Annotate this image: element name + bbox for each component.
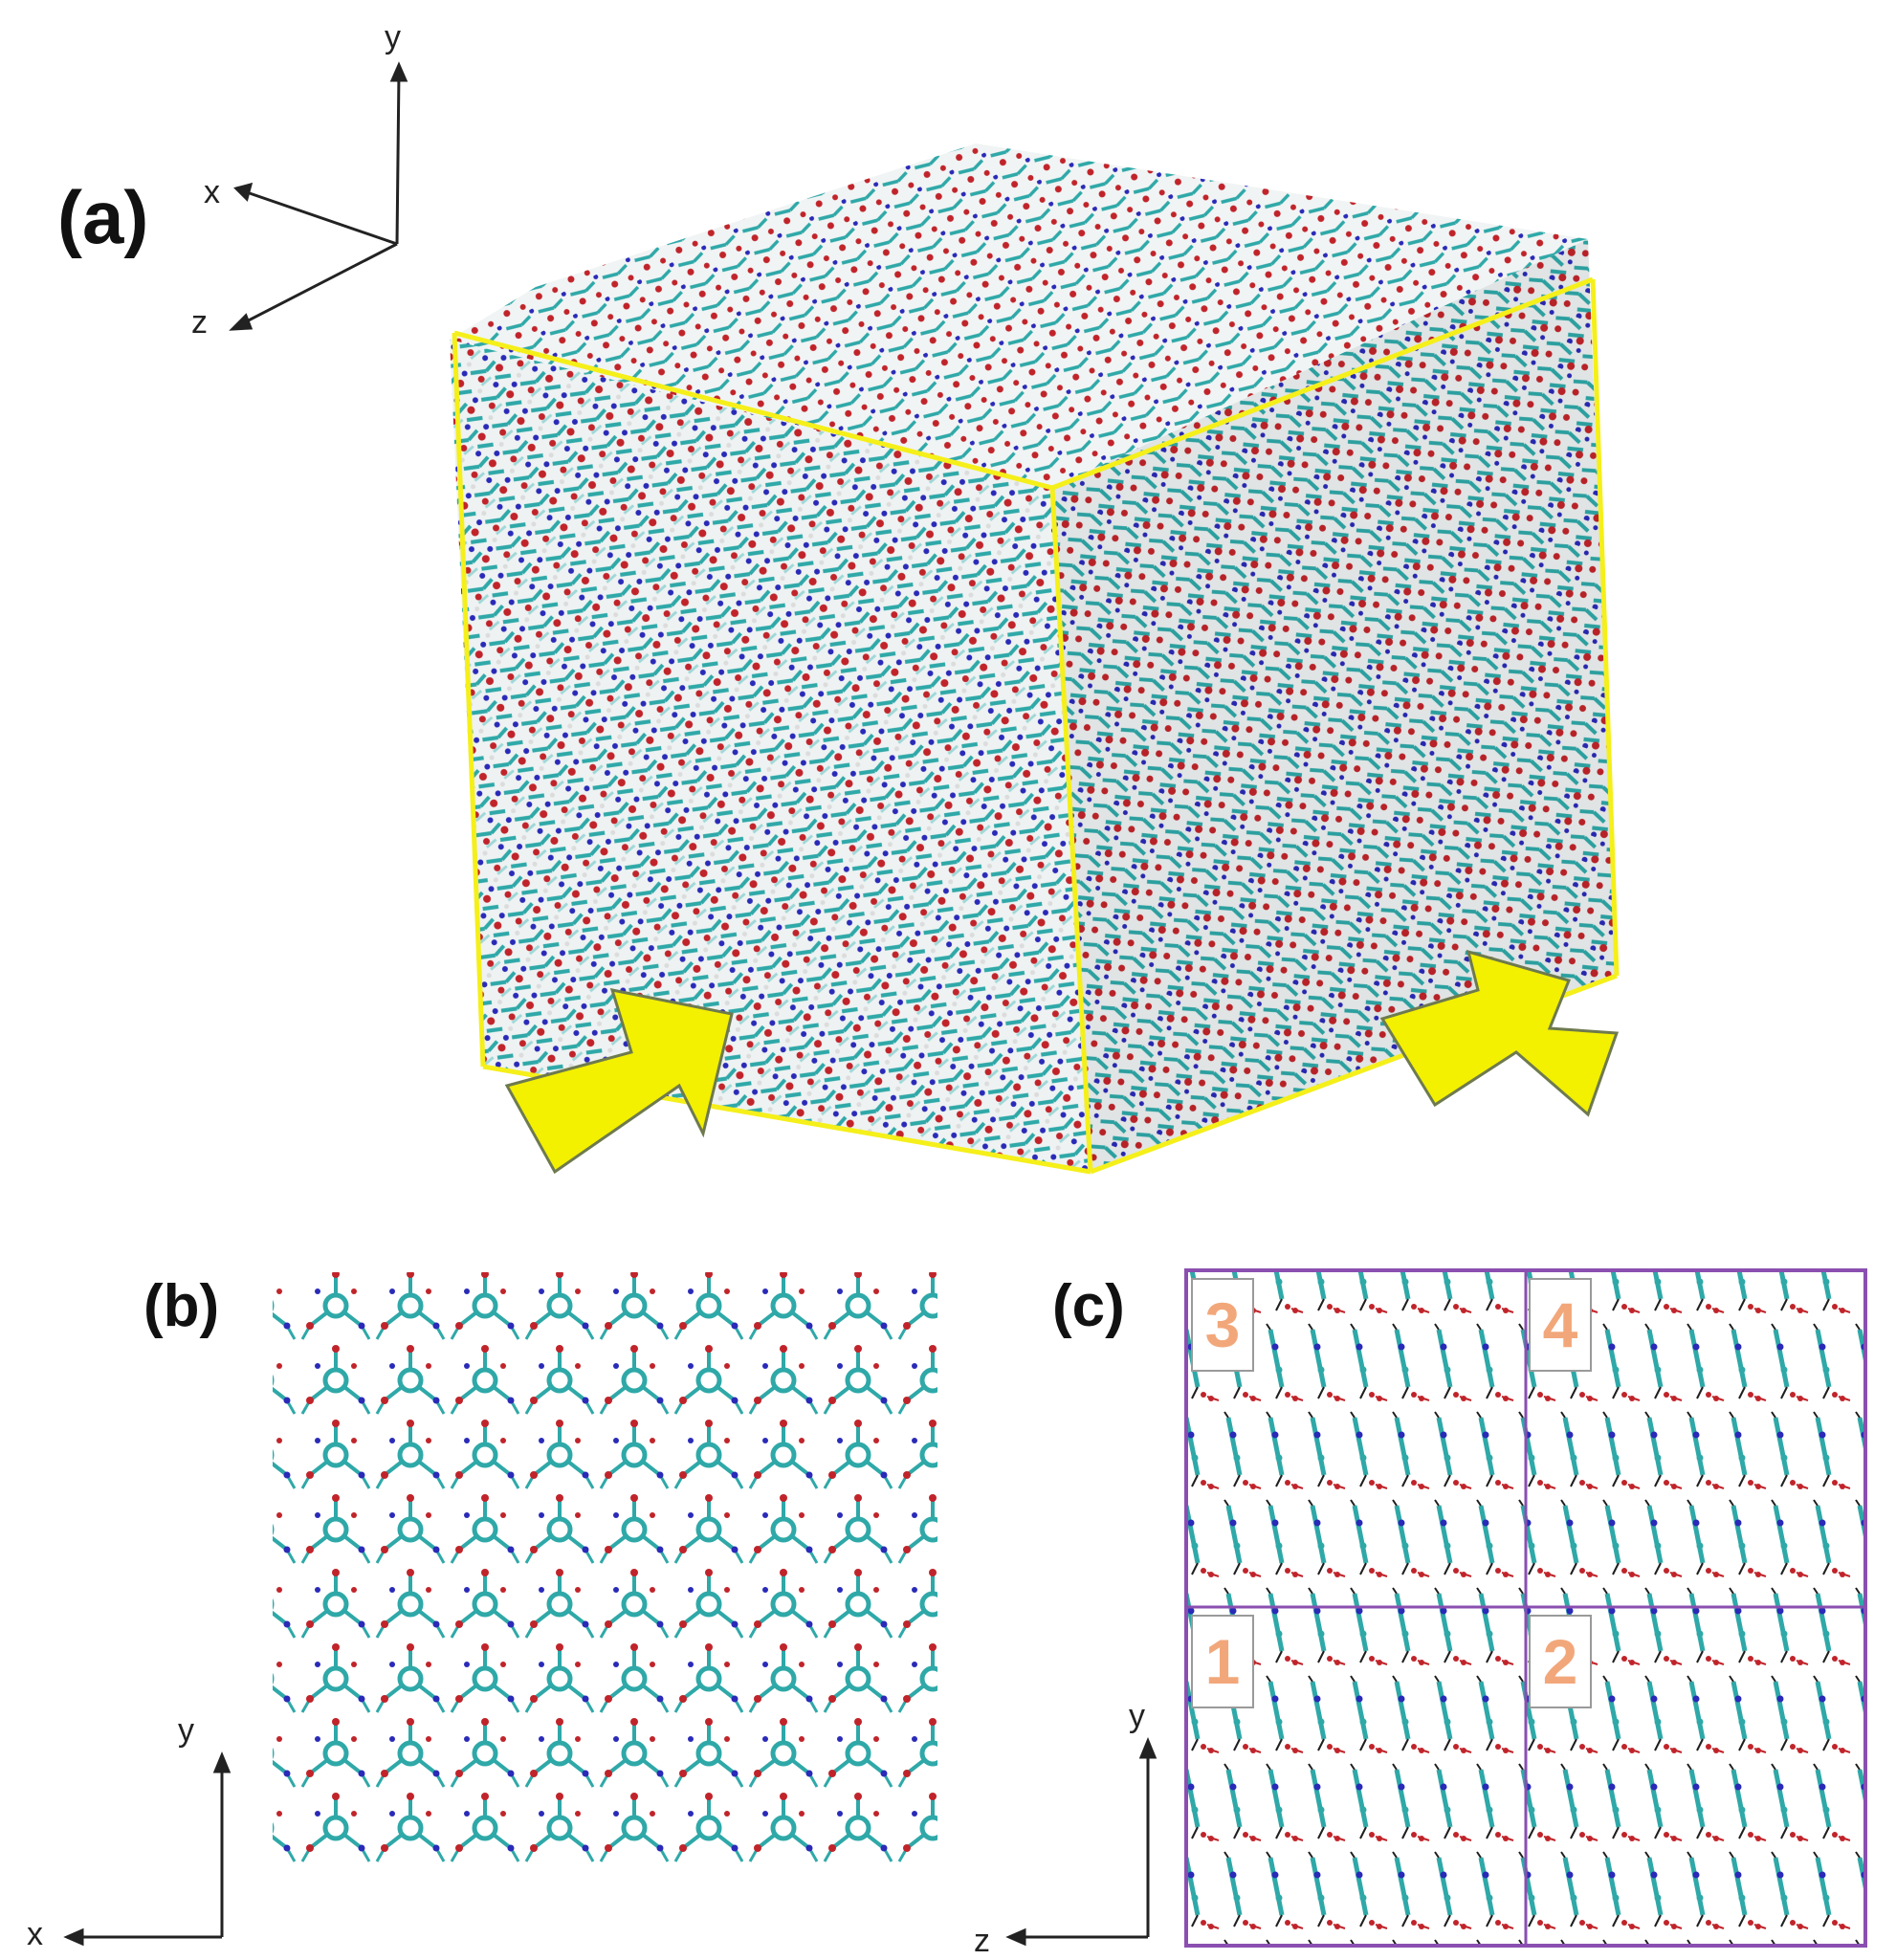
panel-label-c: (c)	[1052, 1273, 1125, 1339]
box-top-face	[450, 143, 1588, 488]
axes-triad-a	[229, 61, 408, 331]
arrow-right	[1379, 949, 1620, 1117]
axes-c	[1005, 1737, 1157, 1947]
panel-label-a: (a)	[57, 175, 149, 259]
crystal-box-3d	[450, 143, 1620, 1175]
axis-label-a-z: z	[191, 304, 208, 341]
arrow-left	[504, 988, 734, 1175]
axis-label-b-y: y	[178, 1712, 194, 1749]
axis-label-a-y: y	[385, 19, 401, 55]
box-right-face	[1052, 239, 1617, 1172]
quadrant-tag-1: 1	[1191, 1615, 1254, 1708]
quadrant-tag-3: 3	[1191, 1278, 1254, 1372]
quadrant-tag-4: 4	[1529, 1278, 1592, 1372]
panel-c-grid	[1184, 1268, 1867, 1948]
axis-label-c-z: z	[974, 1923, 990, 1959]
simulation-box-outline	[452, 276, 1620, 1175]
panel-b-layer	[273, 1272, 937, 1865]
axes-b	[63, 1751, 231, 1947]
axis-label-b-x: x	[27, 1916, 43, 1952]
axis-label-a-x: x	[204, 174, 220, 210]
box-left-face	[450, 340, 1091, 1172]
axis-label-c-y: y	[1129, 1698, 1145, 1734]
quadrant-tag-2: 2	[1529, 1615, 1592, 1708]
panel-label-b: (b)	[143, 1273, 220, 1339]
